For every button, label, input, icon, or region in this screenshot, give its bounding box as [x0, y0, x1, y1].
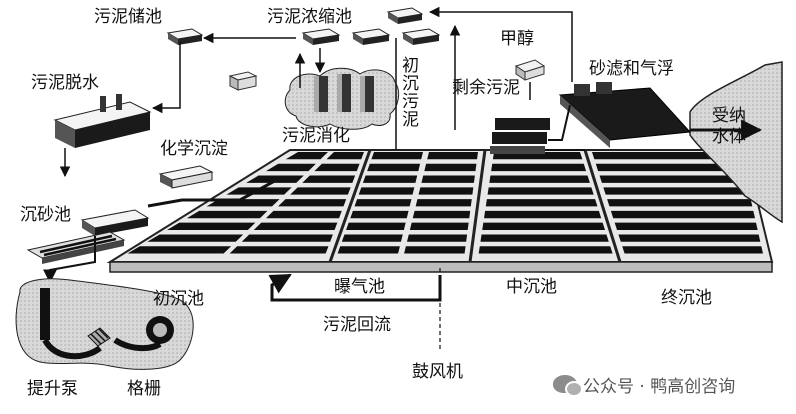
basin-cell [622, 246, 763, 254]
label-final-clarifier: 终沉池 [661, 288, 712, 308]
label-blower: 鼓风机 [412, 362, 463, 382]
basin-cell [406, 234, 468, 242]
label-receiving-water: 受纳 水体 [712, 106, 746, 148]
sludge-digester [284, 67, 400, 130]
basin-cell [278, 199, 347, 207]
basin-cell [480, 234, 609, 242]
basin-cell [484, 210, 602, 219]
aeration-basin-cells [127, 152, 364, 254]
basin-cell [265, 210, 342, 219]
label-sludge-dewatering: 污泥脱水 [31, 73, 99, 93]
sludge-storage-tank [166, 28, 204, 45]
basin-cell [241, 234, 333, 242]
basin-cell [603, 187, 750, 195]
label-grit-chamber: 沉砂池 [20, 205, 71, 225]
dewatering-unit [53, 94, 152, 148]
basin-cell [285, 152, 328, 160]
basin-cell [421, 175, 475, 183]
label-sand-filter-flotation: 砂滤和气浮 [589, 59, 674, 79]
basin-cell [127, 246, 232, 254]
final-basin-cells [478, 152, 763, 254]
basin-cell [592, 152, 742, 160]
label-excess-sludge: 剩余污泥 [452, 78, 520, 98]
basin-cell [326, 152, 364, 160]
label-chemical-precipitation: 化学沉淀 [160, 139, 228, 159]
thickening-tanks [301, 7, 441, 45]
basin-cell [314, 163, 360, 172]
label-methanol: 甲醇 [500, 29, 534, 49]
basin-cell [482, 222, 606, 230]
label-sludge-storage: 污泥储池 [94, 7, 162, 27]
screen-unit [87, 327, 111, 347]
basin-cell [487, 187, 594, 195]
basin-cell [265, 163, 316, 172]
basin-cell [302, 175, 356, 183]
basin-cell [362, 175, 418, 183]
basin-cell [491, 163, 587, 172]
flow-arrows [59, 6, 573, 352]
label-sludge-return: 污泥回流 [323, 315, 391, 335]
basin-cell [354, 199, 412, 207]
basin-cell [485, 199, 598, 207]
basin-cell [614, 222, 758, 230]
basin-cell [346, 222, 406, 230]
basin-cell [341, 234, 403, 242]
methanol-tank [514, 59, 546, 81]
watermark-text: 公众号 · 鸭高创咨询 [583, 376, 736, 397]
basin-cell [424, 163, 477, 172]
basin-cell [404, 246, 466, 254]
basin-cell [478, 246, 613, 254]
primary-clarifier [15, 278, 194, 370]
basin-cell [186, 210, 268, 219]
label-sludge-digestion: 污泥消化 [282, 126, 350, 146]
basin-cell [418, 187, 474, 195]
basin-cell [412, 210, 471, 219]
basin-cell [229, 246, 329, 254]
label-aeration-tank: 曝气池 [334, 277, 385, 297]
receiving-water-body [689, 61, 783, 224]
small-tank [228, 71, 258, 91]
watermark: 公众号 · 鸭高创咨询 [553, 372, 736, 397]
wechat-icon [553, 375, 583, 397]
basin-cell [489, 175, 590, 183]
basin-cell [358, 187, 415, 195]
basin-cell [409, 222, 469, 230]
dosing-units [490, 104, 585, 154]
basin-cell [350, 210, 409, 219]
basin-cell [147, 234, 244, 242]
basin-cell [427, 152, 478, 160]
basin-cell [371, 152, 423, 160]
sand-filter-flotation-unit [558, 82, 763, 148]
basin-cell [290, 187, 351, 195]
label-lift-pump: 提升泵 [27, 379, 78, 399]
basin-cell [167, 222, 256, 230]
basin-cell [618, 234, 761, 242]
basin-cell [367, 163, 421, 172]
label-intermediate-clarifier: 中沉池 [506, 277, 557, 297]
intermediate-basin-cells [337, 152, 478, 254]
label-primary-sludge: 初沉污泥 [398, 56, 418, 128]
grit-chamber [26, 209, 150, 264]
label-screen: 格栅 [127, 379, 161, 399]
label-sludge-thickening: 污泥浓缩池 [267, 7, 352, 27]
basin-cell [253, 222, 338, 230]
basin-cell [415, 199, 472, 207]
basin-cell [599, 175, 747, 183]
basin-cell [595, 163, 745, 172]
basin-cell [337, 246, 400, 254]
basin-cell [607, 199, 753, 207]
chemical-precipitation-unit [158, 165, 214, 189]
basin-cell [610, 210, 755, 219]
label-primary-clarifier: 初沉池 [153, 289, 204, 309]
